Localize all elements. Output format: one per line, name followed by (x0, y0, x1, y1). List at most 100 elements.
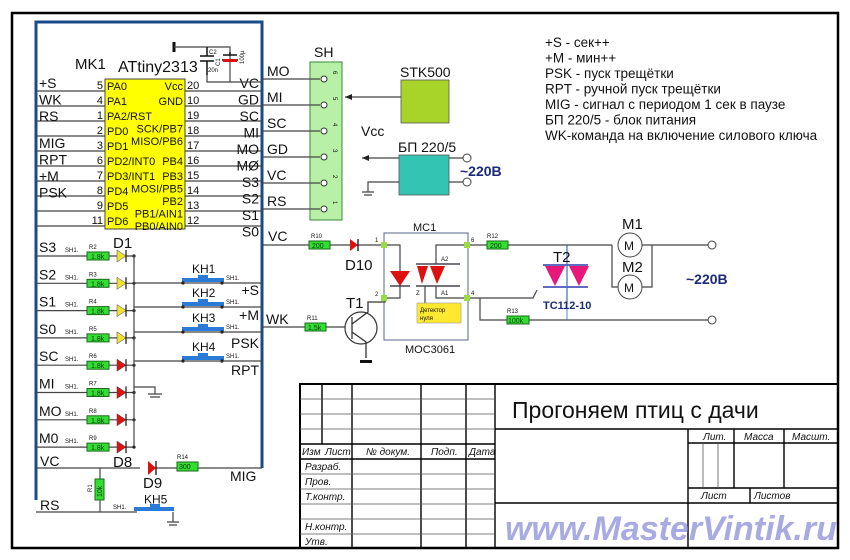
header-net: VC (267, 167, 286, 183)
opto-pin1-num: 1 (375, 238, 379, 244)
opto-led (390, 271, 410, 286)
kh5-button[interactable] (134, 507, 174, 511)
tb-sheet: Лист (700, 491, 727, 502)
sh-tag: SH1. (65, 330, 79, 336)
r11-ref: R11 (307, 316, 318, 322)
led-icon (116, 304, 127, 318)
led-icon (116, 413, 127, 427)
kh5-cap (150, 504, 160, 507)
led-ground (134, 386, 162, 398)
t2-label: T2 (553, 249, 571, 266)
button-1[interactable] (182, 278, 224, 282)
led-row-net: SC (39, 348, 58, 364)
mcu-right-pin-num: 17 (187, 140, 199, 152)
psu-ground (362, 181, 399, 196)
mcu-left-net: WK (39, 92, 62, 108)
arrow-icon (362, 155, 369, 161)
psu-label: БП 220/5 (398, 139, 456, 155)
r1-ref: R1 (88, 484, 94, 492)
led-icon (116, 358, 127, 372)
mcu-left-pin-name: PA1 (107, 96, 127, 108)
opto-ref: MC1 (413, 222, 436, 234)
legend-item: RPT - ручной пуск трещётки (545, 82, 721, 97)
tb-mass: Масса (744, 432, 774, 443)
mcu-right-pin-num: 12 (187, 215, 199, 227)
mcu-ref: MK1 (75, 56, 106, 73)
m2-label: M2 (622, 259, 643, 276)
mcu-right-net: S0 (242, 224, 259, 240)
header-pin-num: 2 (331, 175, 337, 179)
header-pin-icon (320, 179, 328, 187)
tb-row-label: Н.контр. (305, 522, 347, 533)
opto-pin2-num: 2 (375, 292, 379, 298)
c1-ref: C1 (216, 58, 222, 66)
button-3[interactable] (182, 327, 224, 331)
led-row-res-value: 1.8k (91, 336, 105, 343)
led-row-net: S2 (39, 266, 56, 282)
terminal-icon (707, 315, 717, 325)
button-net: +S (241, 282, 259, 298)
led-row-res-ref: R8 (89, 409, 97, 415)
power-mains-label: ~220В (686, 271, 728, 287)
header-pin-icon (320, 101, 328, 109)
opto-part: MOC3061 (405, 344, 455, 356)
led-row-resistor (86, 278, 110, 288)
led-row-res-ref: R5 (89, 327, 97, 333)
m1-label: M1 (622, 216, 643, 233)
tb-scale: Масшт. (792, 432, 830, 443)
led-row-res-ref: R6 (89, 354, 97, 360)
tb-col-header: Дата (468, 447, 496, 458)
programmer-block (400, 79, 450, 124)
r14-resistor (176, 461, 199, 472)
mcu-left-pin-num: 9 (97, 200, 103, 212)
r12-ref: R12 (487, 234, 499, 240)
junction-dot (181, 281, 185, 285)
net-vc: VC (40, 453, 59, 469)
d10-led (350, 239, 358, 251)
terminal-icon (462, 153, 472, 163)
button-ref: KH1 (192, 262, 216, 276)
mcu-left-pin-num: 7 (97, 170, 103, 182)
c2-ref: C2 (209, 50, 217, 56)
mcu-right-pin-num: 20 (187, 80, 199, 92)
junction-dot (220, 305, 224, 309)
button-4[interactable] (182, 356, 224, 360)
psu-mains-label: ~220В (460, 163, 502, 179)
led-row-net: MO (39, 403, 62, 419)
r10-value: 200 (312, 243, 324, 250)
r13-value: 100k (508, 318, 524, 325)
d9-led (148, 461, 156, 475)
sh-tag: SH1. (113, 505, 127, 511)
mcu-right-net: VC (240, 75, 259, 91)
tb-lit: Лит. (702, 432, 726, 443)
led-row-resistor (86, 442, 110, 452)
mcu-left-pin-num: 11 (92, 215, 103, 227)
button-cap (198, 324, 208, 327)
header-pin-icon (320, 153, 328, 161)
legend-item: +S - сек++ (545, 35, 610, 50)
watermark[interactable]: www.MasterVintik.ru (505, 510, 837, 548)
header-pin-num: 3 (331, 149, 337, 153)
button-2[interactable] (182, 302, 224, 306)
d8-label: D8 (113, 454, 132, 471)
led-row-net: MI (39, 376, 55, 392)
sh-tag: SH1. (65, 303, 79, 309)
button-cap (198, 299, 208, 302)
net-rs: RS (40, 497, 59, 513)
opto-pin1 (381, 242, 387, 248)
junction-dot (220, 330, 224, 334)
r14-ref: R14 (177, 455, 189, 461)
terminal-icon (707, 240, 717, 250)
legend-item: PSK - пуск трещётки (545, 66, 674, 81)
r1-value: 10k (97, 485, 104, 497)
mcu-right-net: SC (240, 108, 259, 124)
decoupling-caps: C2 20n C1 100µ (172, 42, 262, 83)
led-row-res-value: 1.8k (91, 445, 105, 452)
mcu-right-net: GD (238, 92, 259, 108)
opto-z: Z (416, 291, 420, 297)
legend-item: MIG - сигнал с периодом 1 сек в паузе (545, 97, 785, 112)
r14-value: 300 (179, 464, 191, 471)
